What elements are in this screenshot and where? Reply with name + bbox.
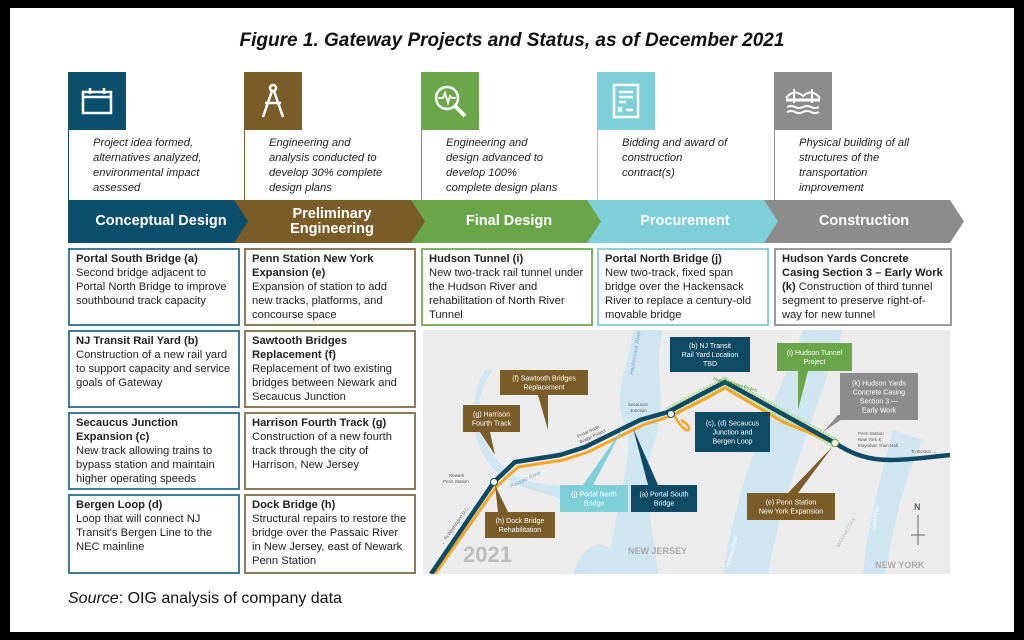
callout-box bbox=[500, 370, 588, 395]
stage-description: Project idea formed,alternatives analyze… bbox=[68, 130, 244, 200]
project-box-e: Penn Station New York Expansion (e) Expa… bbox=[244, 248, 416, 326]
project-box-d: Bergen Loop (d) Loop that will connect N… bbox=[68, 494, 240, 574]
svg-text:N: N bbox=[914, 502, 921, 512]
secaucus-station-marker bbox=[667, 410, 675, 418]
figure: Figure 1. Gateway Projects and Status, a… bbox=[10, 8, 1014, 632]
hackensack-river bbox=[608, 330, 663, 574]
callout-pointer bbox=[495, 485, 508, 512]
callout-box bbox=[485, 512, 555, 538]
project-box-f: Sawtooth Bridges Replacement (f) Replace… bbox=[244, 330, 416, 408]
phase-arrow-conceptual-design: Conceptual Design bbox=[68, 200, 254, 243]
new-jersey-label: NEW JERSEY bbox=[628, 546, 687, 556]
magnifier-pulse-icon bbox=[421, 72, 479, 130]
project-box-c: Secaucus Junction Expansion (c) New trac… bbox=[68, 412, 240, 490]
route-map: Passaic River Hackensack River Hudson Ri… bbox=[429, 330, 950, 574]
callout-box bbox=[747, 493, 835, 520]
callout-pointer bbox=[788, 446, 833, 493]
figure-title: Figure 1. Gateway Projects and Status, a… bbox=[239, 30, 785, 51]
manhattan-label: MANHATTAN bbox=[836, 517, 858, 549]
bridge-icon bbox=[774, 72, 832, 130]
phase-arrow-final-design: Final Design bbox=[411, 200, 607, 243]
east-river-label: East River bbox=[871, 503, 882, 530]
calendar-icon bbox=[68, 72, 126, 130]
proposed-track bbox=[433, 386, 836, 574]
project-box-i: Hudson Tunnel (i) New two-track rail tun… bbox=[421, 248, 593, 326]
project-box-b: NJ Transit Rail Yard (b) Construction of… bbox=[68, 330, 240, 408]
year-label: 2021 bbox=[463, 542, 512, 567]
project-box-h: Dock Bridge (h) Structural repairs to re… bbox=[244, 494, 416, 574]
compass-drafting-icon bbox=[244, 72, 302, 130]
callout-box bbox=[777, 343, 852, 371]
callout-pointer bbox=[480, 432, 495, 455]
phase-arrow-construction: Construction bbox=[764, 200, 964, 243]
callout-box bbox=[463, 405, 520, 432]
callout-box bbox=[840, 373, 918, 420]
callout-box bbox=[670, 337, 750, 372]
callout-box bbox=[695, 412, 770, 452]
to-boston-label: To Boston → bbox=[911, 449, 937, 454]
penn-station-marker bbox=[831, 439, 839, 447]
phase-arrow-procurement: Procurement bbox=[587, 200, 783, 243]
new-york-label: NEW YORK bbox=[875, 560, 925, 570]
project-box-g: Harrison Fourth Track (g) Construction o… bbox=[244, 412, 416, 490]
east-river bbox=[863, 430, 923, 574]
project-box-j: Portal North Bridge (j) New two-track, f… bbox=[597, 248, 769, 326]
project-box-a: Portal South Bridge (a) Second bridge ad… bbox=[68, 248, 240, 326]
newark-station-marker bbox=[490, 478, 498, 486]
north-arrow: N bbox=[911, 502, 925, 545]
source-note: Source: OIG analysis of company data bbox=[68, 590, 342, 607]
map: Passaic River Hackensack River Hudson Ri… bbox=[423, 330, 950, 574]
project-box-k: Hudson Yards Concrete Casing Section 3 –… bbox=[774, 248, 952, 326]
newark-bay bbox=[573, 544, 623, 574]
bergen-loop-track bbox=[671, 411, 691, 432]
contract-document-icon bbox=[597, 72, 655, 130]
callout-box bbox=[631, 485, 697, 512]
callout-pointer bbox=[633, 428, 658, 485]
portal-project-label: Portal NorthBridge Project bbox=[576, 422, 607, 444]
callout-pointer bbox=[538, 395, 548, 430]
callout-box bbox=[560, 485, 628, 512]
nec-mainline bbox=[429, 379, 950, 574]
callout-pointer bbox=[583, 428, 623, 485]
callout-pointer bbox=[798, 371, 808, 410]
